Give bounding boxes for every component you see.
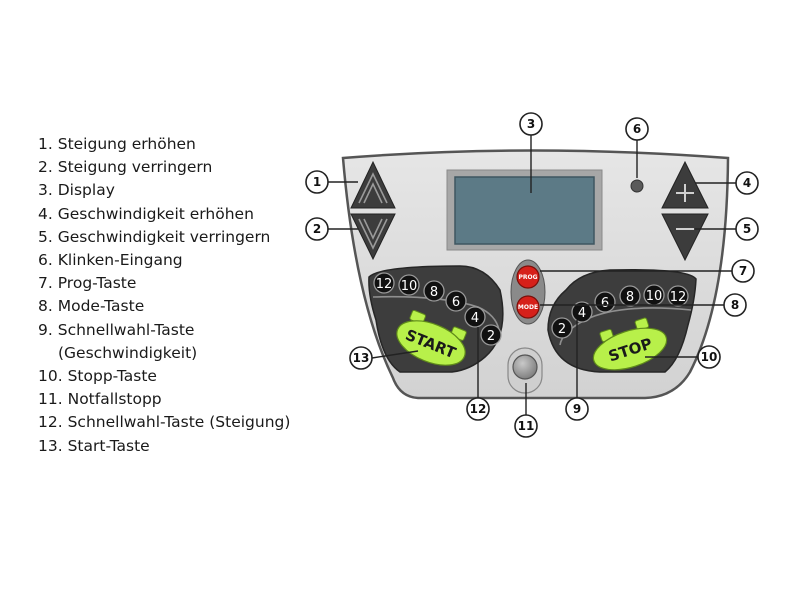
mode-button[interactable] [516,295,540,319]
legend-item-7: 7. Prog-Taste [38,274,137,293]
incline-quick-6-label: 6 [452,295,460,310]
callout-9: 9 [565,397,589,421]
incline-quick-10[interactable] [398,274,420,296]
legend-list: 1. Steigung erhöhen 2. Steigung verringe… [38,133,290,458]
prog-label: PROG [518,274,537,281]
legend-item-4: 4. Geschwindigkeit erhöhen [38,204,254,223]
callout-10: 10 [697,345,721,369]
speed-quick-12-label: 12 [670,290,687,305]
speed-quick-8-label: 8 [626,290,634,305]
callout-7: 7 [731,259,755,283]
plus-icon [676,184,694,202]
speed-quick-6[interactable] [594,291,616,313]
svg-text:2: 2 [313,222,321,236]
legend-item-13: 13. Start-Taste [38,436,150,455]
legend-item-3: 3. Display [38,181,115,200]
display-screen [454,176,595,245]
callout-5: 5 [735,217,759,241]
incline-quick-8-label: 8 [430,285,438,300]
svg-text:6: 6 [633,122,641,136]
legend-item-11: 11. Notfallstopp [38,390,162,409]
incline-quick-2-label: 2 [487,329,495,344]
callout-12: 12 [466,397,490,421]
incline-quick-12[interactable] [373,272,395,294]
speed-quick-6-label: 6 [601,296,609,311]
speed-quick-4-label: 4 [578,306,586,321]
callout-1: 1 [305,170,329,194]
incline-quick-4-label: 4 [471,311,479,326]
leader-lines [328,135,736,415]
speed-quick-2[interactable] [551,317,573,339]
incline-quick-4[interactable] [464,306,486,328]
legend-item-9: 9. Schnellwahl-Taste(Geschwindigkeit) [38,320,198,362]
svg-text:11: 11 [518,419,535,433]
speed-quick-2-label: 2 [558,322,566,337]
svg-text:7: 7 [739,264,747,278]
speed-down-button[interactable] [661,213,709,262]
callout-13: 13 [349,346,373,370]
legend-item-6: 6. Klinken-Eingang [38,251,183,270]
svg-text:13: 13 [353,351,370,365]
callout-3: 3 [519,112,543,136]
callout-6: 6 [625,117,649,141]
legend-item-5: 5. Geschwindigkeit verringern [38,227,271,246]
callout-11: 11 [514,414,538,438]
speed-quick-12[interactable] [667,285,689,307]
speed-quick-4[interactable] [571,301,593,323]
callouts: 1 2 3 6 4 5 7 8 [305,112,759,438]
speed-quick-10-label: 10 [646,289,663,304]
emergency-stop-button[interactable] [512,354,538,380]
svg-text:3: 3 [527,117,535,131]
svg-text:10: 10 [701,350,718,364]
callout-2: 2 [305,217,329,241]
svg-text:8: 8 [731,298,739,312]
svg-text:4: 4 [743,176,751,190]
incline-quick-pod-divider [372,295,500,331]
chevron-down-icon [358,218,388,250]
callout-8: 8 [723,293,747,317]
callout-4: 4 [735,171,759,195]
legend-item-10: 10. Stopp-Taste [38,367,157,386]
incline-quick-12-label: 12 [376,277,393,292]
incline-quick-buttons: 12 10 8 6 4 2 [373,272,502,346]
legend-item-2: 2. Steigung verringern [38,158,213,177]
prog-button[interactable] [516,265,540,289]
incline-quick-6[interactable] [445,290,467,312]
incline-quick-10-label: 10 [401,279,418,294]
legend-item-8: 8. Mode-Taste [38,297,145,316]
speed-quick-8[interactable] [619,285,641,307]
svg-text:1: 1 [313,175,321,189]
mode-label: MODE [518,304,538,311]
stop-button[interactable]: STOP [586,313,672,377]
speed-quick-buttons: 2 4 6 8 10 12 [551,284,689,339]
incline-quick-2[interactable] [480,324,502,346]
legend-item-1: 1. Steigung erhöhen [38,135,196,153]
incline-quick-8[interactable] [423,280,445,302]
chevron-up-icon [358,172,388,204]
headphone-jack[interactable] [630,179,644,193]
svg-text:9: 9 [573,402,581,416]
legend-item-12: 12. Schnellwahl-Taste (Steigung) [38,413,291,432]
svg-text:12: 12 [470,402,487,416]
svg-text:5: 5 [743,222,751,236]
